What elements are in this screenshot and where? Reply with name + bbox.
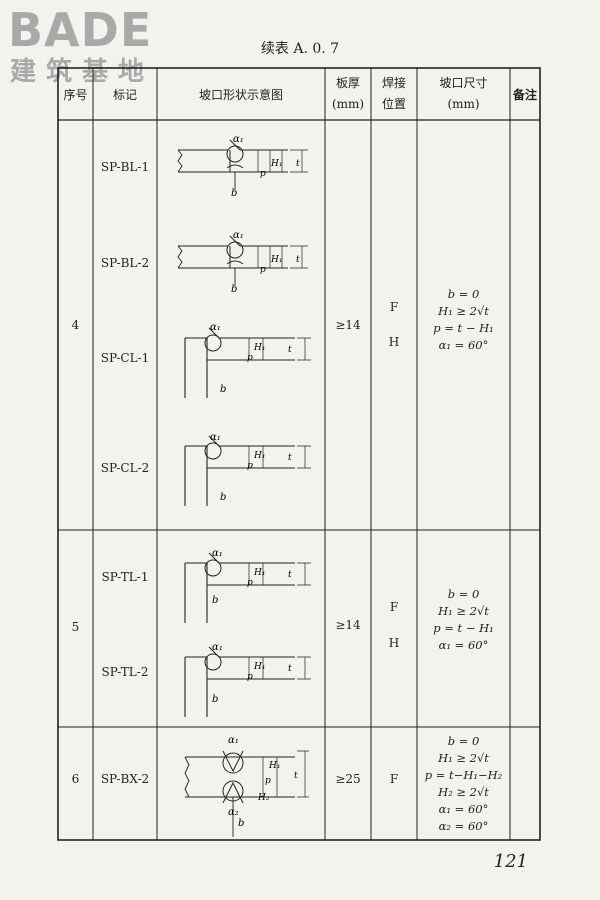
group-4-dims: b = 0 H₁ ≥ 2√t p = t − H₁ α₁ = 60° <box>417 286 510 354</box>
diagram-sp-cl-1-a1: α₁ <box>210 322 221 333</box>
diagram-sp-tl-1 <box>184 552 312 624</box>
diagram-sp-bx-2 <box>184 750 310 838</box>
group-6-position-1: F <box>389 772 399 786</box>
logo-sub-text: 建筑基地 <box>10 57 155 87</box>
diagram-sp-cl-2-a1: α₁ <box>210 432 221 443</box>
diagram-sp-bl-1-p: p <box>260 169 266 179</box>
logo-main-text: BADE <box>8 3 153 57</box>
group-6-dim-5: α₁ = 60° <box>438 802 489 816</box>
diagram-sp-bl-2-a1: α₁ <box>233 230 244 241</box>
group-5-dims: b = 0 H₁ ≥ 2√t p = t − H₁ α₁ = 60° <box>417 586 510 654</box>
group-4-thickness: ≥14 <box>335 318 361 332</box>
page-number: 121 <box>493 851 528 872</box>
diagram-sp-bx-2-h1: H₁ <box>268 761 280 771</box>
group-4-dim-3: p = t − H₁ <box>433 321 494 335</box>
diagram-sp-bl-1-a1: α₁ <box>233 134 244 145</box>
group-4-mark-2: SP-BL-2 <box>100 256 150 270</box>
diagram-sp-tl-2-a1: α₁ <box>212 642 223 653</box>
diagram-sp-tl-2-p: p <box>247 672 253 682</box>
diagram-sp-bx-2-b: b <box>238 818 244 829</box>
header-position: 焊接 位置 <box>371 76 417 112</box>
group-6-dim-2: H₁ ≥ 2√t <box>438 751 489 765</box>
group-4-seq: 4 <box>71 318 80 332</box>
group-4-mark-1: SP-BL-1 <box>100 160 150 174</box>
group-5-dim-4: α₁ = 60° <box>438 638 489 652</box>
group-5-dim-3: p = t − H₁ <box>433 621 494 635</box>
diagram-sp-tl-1-a1: α₁ <box>212 548 223 559</box>
diagram-sp-cl-2-p: p <box>247 461 253 471</box>
group-5-dim-1: b = 0 <box>447 587 480 601</box>
header-thickness: 板厚 (mm) <box>325 76 371 112</box>
group-6-dim-3: p = t−H₁−H₂ <box>424 768 503 782</box>
group-5-mark-1: SP-TL-1 <box>101 570 149 584</box>
diagram-sp-cl-1-p: p <box>247 353 253 363</box>
group-6-dims: b = 0 H₁ ≥ 2√t p = t−H₁−H₂ H₂ ≥ 2√t α₁ =… <box>417 733 510 835</box>
header-note: 备注 <box>512 88 537 102</box>
group-4-mark-3: SP-CL-1 <box>100 351 150 365</box>
diagram-sp-cl-1-t: t <box>288 345 292 355</box>
diagram-sp-cl-2 <box>184 435 312 507</box>
header-seq: 序号 <box>63 88 88 102</box>
logo-watermark: BADE 建筑基地 <box>8 6 178 90</box>
diagram-sp-tl-1-p: p <box>247 578 253 588</box>
header-size-label: 坡口尺寸 <box>439 76 488 90</box>
diagram-sp-tl-1-h1: H₁ <box>253 568 265 578</box>
group-4-mark-4: SP-CL-2 <box>100 461 150 475</box>
header-diagram: 坡口形状示意图 <box>198 88 283 102</box>
group-6-seq: 6 <box>71 772 80 786</box>
group-4-dim-1: b = 0 <box>447 287 480 301</box>
diagram-sp-cl-1 <box>184 327 312 399</box>
group-5-position-1: F <box>389 600 399 614</box>
header-thickness-unit: (mm) <box>331 97 365 111</box>
diagram-sp-bx-2-a2: α₂ <box>228 807 239 818</box>
diagram-sp-bl-2-t: t <box>296 255 300 265</box>
group-6-dim-4: H₂ ≥ 2√t <box>438 785 489 799</box>
diagram-sp-bl-1-t: t <box>296 159 300 169</box>
diagram-sp-bx-2-a1: α₁ <box>228 735 239 746</box>
group-5-thickness: ≥14 <box>335 618 361 632</box>
diagram-sp-tl-2-h1: H₁ <box>253 662 265 672</box>
diagram-sp-bl-1-b: b <box>231 188 237 199</box>
header-position-line2: 位置 <box>381 97 406 111</box>
header-size-unit: (mm) <box>447 97 480 111</box>
header-thickness-label: 板厚 <box>335 76 360 90</box>
diagram-sp-bl-2 <box>177 235 309 287</box>
diagram-sp-cl-2-h1: H₁ <box>253 451 265 461</box>
diagram-sp-bl-1 <box>177 139 309 191</box>
diagram-sp-tl-1-b: b <box>212 595 218 606</box>
header-position-line1: 焊接 <box>381 76 406 90</box>
group-4-position-2: H <box>388 335 400 349</box>
diagram-sp-cl-2-b: b <box>220 492 226 503</box>
group-5-mark-2: SP-TL-2 <box>101 665 149 679</box>
diagram-sp-cl-2-t: t <box>288 453 292 463</box>
group-4-position-1: F <box>389 300 399 314</box>
header-mark: 标记 <box>112 88 137 102</box>
diagram-sp-cl-1-h1: H₁ <box>253 343 265 353</box>
table-title: 续表 A. 0. 7 <box>260 41 340 57</box>
diagram-sp-bl-2-h1: H₁ <box>270 255 282 265</box>
diagram-sp-bx-2-t: t <box>294 771 298 781</box>
diagram-sp-tl-1-t: t <box>288 570 292 580</box>
group-6-mark-1: SP-BX-2 <box>100 772 150 786</box>
header-size: 坡口尺寸 (mm) <box>417 76 510 112</box>
group-6-dim-6: α₂ = 60° <box>438 819 489 833</box>
group-4-dim-4: α₁ = 60° <box>438 338 489 352</box>
diagram-sp-cl-1-b: b <box>220 384 226 395</box>
diagram-sp-bl-1-h1: H₁ <box>270 159 282 169</box>
diagram-sp-bl-2-p: p <box>260 265 266 275</box>
diagram-sp-bx-2-h2: H₂ <box>257 793 270 803</box>
group-6-dim-1: b = 0 <box>447 734 480 748</box>
group-5-position-2: H <box>388 636 400 650</box>
group-4-dim-2: H₁ ≥ 2√t <box>438 304 489 318</box>
diagram-sp-tl-2-b: b <box>212 694 218 705</box>
diagram-sp-bl-2-b: b <box>231 284 237 295</box>
diagram-sp-bx-2-p: p <box>265 776 271 786</box>
group-5-seq: 5 <box>71 620 80 634</box>
diagram-sp-tl-2-t: t <box>288 664 292 674</box>
diagram-sp-tl-2 <box>184 646 312 718</box>
group-5-dim-2: H₁ ≥ 2√t <box>438 604 489 618</box>
group-6-thickness: ≥25 <box>335 772 361 786</box>
